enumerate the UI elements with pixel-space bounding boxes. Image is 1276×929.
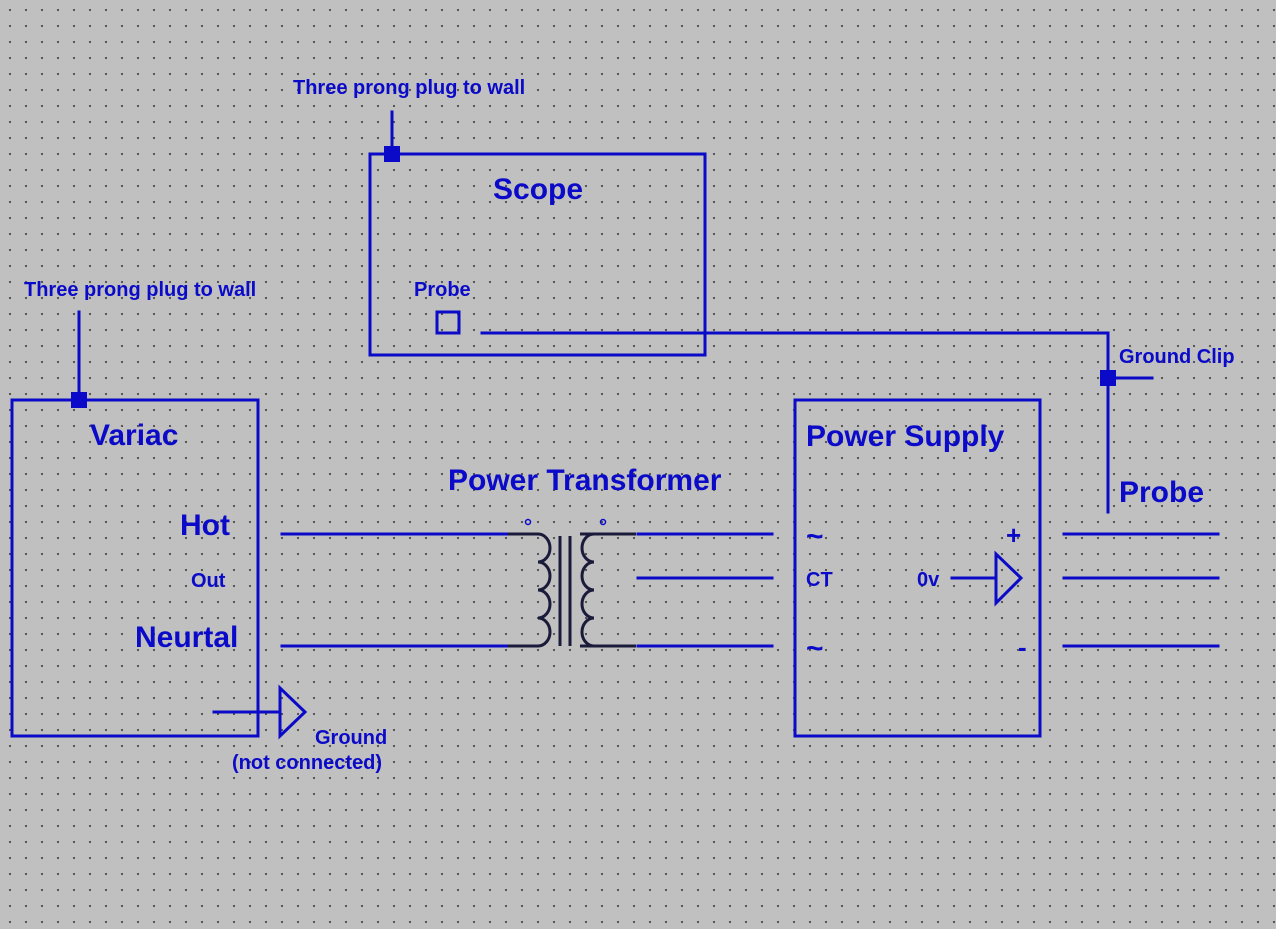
scope-plug-label: Three prong plug to wall xyxy=(293,77,525,99)
variac-plug-node xyxy=(71,392,87,408)
power-supply-block: Power Supply ~ CT ~ + - 0v xyxy=(793,398,1042,738)
plus-label: + xyxy=(1006,520,1021,550)
ground-note-label: (not connected) xyxy=(232,752,382,774)
probe-cable xyxy=(480,331,1110,514)
power-transformer: Power Transformer xyxy=(448,464,722,648)
scope-block: Three prong plug to wall Scope Probe xyxy=(293,77,707,357)
secondary-dot xyxy=(599,518,607,526)
scope-probe-label: Probe xyxy=(414,279,471,301)
variac-plug-label: Three prong plug to wall xyxy=(24,279,256,301)
zero-v-label: 0v xyxy=(917,569,940,591)
variac-title: Variac xyxy=(90,419,178,452)
zero-v-ground-symbol xyxy=(994,550,1024,607)
secondary-coil xyxy=(580,532,595,648)
power-supply-box xyxy=(793,398,1042,738)
variac-block: Three prong plug to wall Variac Hot Out … xyxy=(10,279,387,774)
primary-coil xyxy=(537,532,552,648)
tilde-bottom-label: ~ xyxy=(806,632,824,665)
tilde-top-label: ~ xyxy=(806,520,824,553)
scope-plug-node xyxy=(384,146,400,162)
out-label: Out xyxy=(191,570,226,592)
scope-title: Scope xyxy=(493,173,583,206)
hot-label: Hot xyxy=(180,509,230,542)
primary-dot xyxy=(524,518,532,526)
neutral-label: Neurtal xyxy=(135,621,238,654)
ground-symbol xyxy=(278,684,308,740)
scope-box xyxy=(368,152,707,357)
ground-clip-node xyxy=(1100,370,1116,386)
ct-label: CT xyxy=(806,569,833,591)
probe-right-label: Probe xyxy=(1119,476,1204,509)
power-supply-title: Power Supply xyxy=(806,420,1005,453)
probe-wire: Ground Clip Probe xyxy=(480,331,1235,514)
transformer-title: Power Transformer xyxy=(448,464,722,497)
variac-box xyxy=(10,398,260,738)
minus-label: - xyxy=(1018,632,1027,662)
ground-clip-label: Ground Clip xyxy=(1119,346,1235,368)
scope-probe-jack xyxy=(435,310,461,335)
ground-label: Ground xyxy=(315,727,387,749)
